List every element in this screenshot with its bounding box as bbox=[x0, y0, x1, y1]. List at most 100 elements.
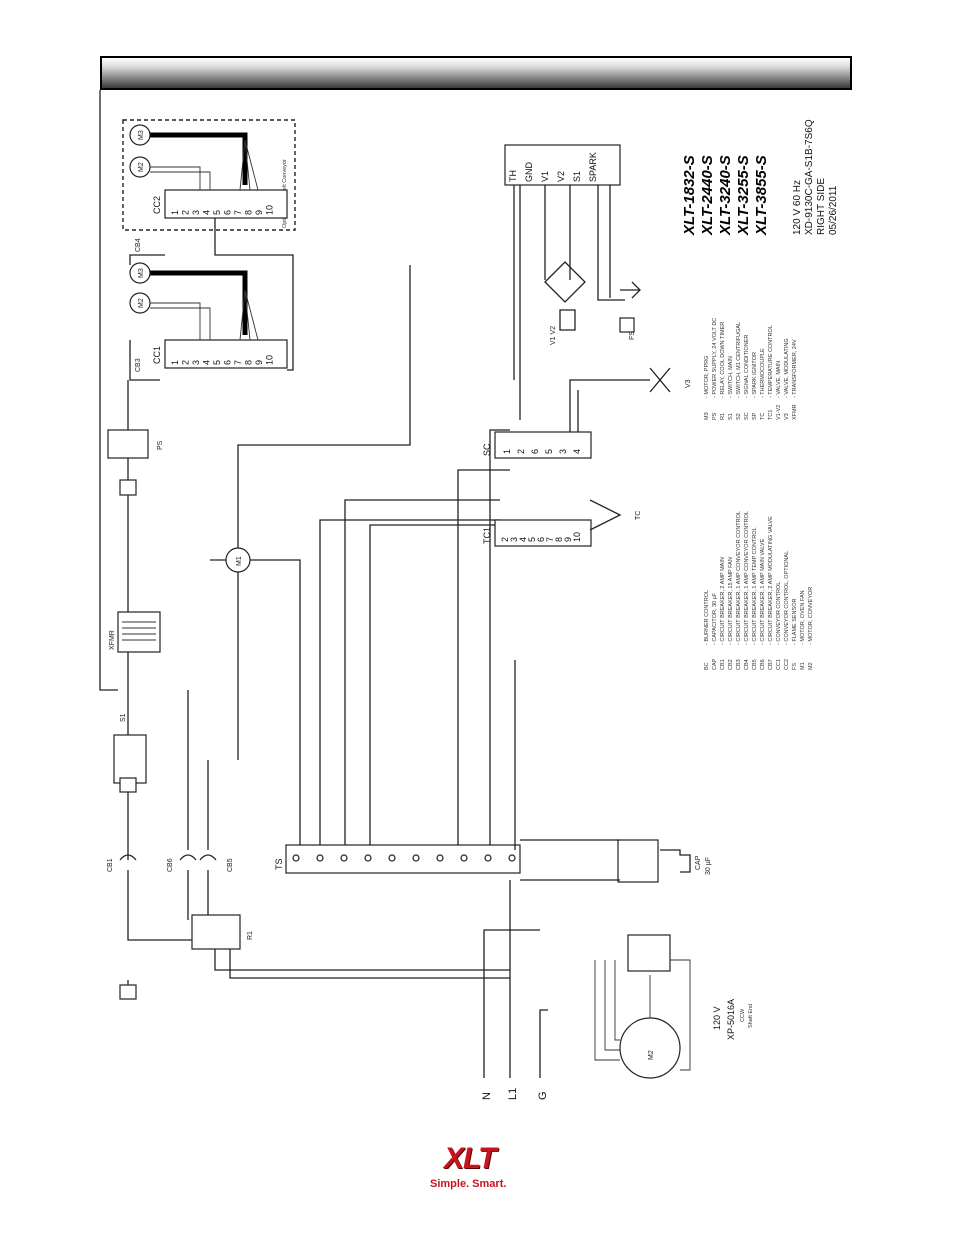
cc1-pin: 10 bbox=[265, 355, 275, 365]
motor-voltage: 120 V bbox=[712, 1006, 722, 1030]
cb1-breaker bbox=[119, 854, 137, 861]
cc2-pin: 4 bbox=[202, 210, 212, 215]
cc1-pin: 1 bbox=[170, 360, 180, 365]
m3-label: M3 bbox=[138, 268, 145, 278]
connector-s1 bbox=[119, 777, 137, 793]
legend-code: CB6 bbox=[760, 659, 766, 670]
model-name: XLT-3255-S bbox=[735, 155, 752, 236]
burner-terminal-label: V2 bbox=[556, 171, 566, 182]
sc-pin: 2 bbox=[516, 449, 526, 454]
cc1-pin: 6 bbox=[223, 360, 233, 365]
legend-code: CB7 bbox=[768, 659, 774, 670]
s1-switch-block bbox=[113, 734, 147, 784]
ts-label: TS bbox=[274, 858, 284, 870]
burner-terminal-label: GND bbox=[524, 162, 534, 183]
m2-label-top: M2 bbox=[138, 162, 145, 172]
legend-desc: - MOTOR, PPRG bbox=[704, 356, 710, 398]
cc1-pin: 4 bbox=[202, 360, 212, 365]
ts-terminal bbox=[508, 854, 516, 862]
xlt-logo-mark: XLT bbox=[444, 1142, 496, 1175]
cc1-pin: 8 bbox=[244, 360, 254, 365]
sc-pin: 3 bbox=[558, 449, 568, 454]
connector-ps bbox=[119, 479, 137, 496]
power-l1-label: L1 bbox=[507, 1088, 519, 1100]
cb1-label: CB1 bbox=[107, 858, 114, 872]
legend-desc: - CIRCUIT BREAKER, 1 AMP CONVEYOR CONTRO… bbox=[736, 511, 742, 645]
legend-code: S1 bbox=[728, 413, 734, 420]
legend-desc: - CIRCUIT BREAKER, 15 AMP FAN bbox=[728, 557, 734, 645]
legend-code: TC1 bbox=[768, 410, 774, 420]
motor-model: XP-5016A bbox=[726, 999, 736, 1040]
legend-code: CB2 bbox=[728, 659, 734, 670]
sc-pin: 4 bbox=[572, 449, 582, 454]
ts-terminal bbox=[436, 854, 444, 862]
cb6-breaker bbox=[179, 854, 197, 861]
power-g-label: G bbox=[537, 1091, 549, 1100]
v1v2-valve bbox=[559, 309, 576, 331]
cc2-pin: 8 bbox=[244, 210, 254, 215]
tc1-label: TC1 bbox=[482, 527, 492, 544]
ts-terminal bbox=[340, 854, 348, 862]
tc1-block bbox=[494, 519, 592, 547]
sc-pin: 5 bbox=[544, 449, 554, 454]
spark-s1 bbox=[620, 281, 641, 299]
legend-code: V1-V2 bbox=[776, 405, 782, 420]
s1-switch-label: S1 bbox=[120, 713, 127, 722]
sc-label: SC bbox=[482, 443, 492, 456]
ts-terminal bbox=[292, 854, 300, 862]
legend-code: S2 bbox=[736, 413, 742, 420]
legend-desc: - VALVE, MAIN bbox=[776, 361, 782, 398]
cc2-pin: 3 bbox=[191, 210, 201, 215]
cc1-pin: 5 bbox=[212, 360, 222, 365]
conveyor-motor bbox=[619, 1017, 681, 1079]
cap-block bbox=[617, 839, 659, 883]
legend-code: FS bbox=[792, 663, 798, 670]
cc1-pin: 3 bbox=[191, 360, 201, 365]
legend-code: TC bbox=[760, 413, 766, 420]
model-name: XLT-3240-S bbox=[717, 155, 734, 236]
tc1-pin: 3 bbox=[509, 537, 519, 542]
cc2-pin: 7 bbox=[233, 210, 243, 215]
ts-terminal bbox=[364, 854, 372, 862]
m2-label: M2 bbox=[138, 298, 145, 308]
model-name: XLT-3855-S bbox=[753, 155, 770, 236]
tc1-pin: 8 bbox=[554, 537, 564, 542]
cc1-pin: 9 bbox=[254, 360, 264, 365]
model-name: XLT-2440-S bbox=[699, 155, 716, 236]
legend-desc: - CONVEYOR CONTROL bbox=[776, 582, 782, 645]
legend-code: M1 bbox=[800, 662, 806, 670]
cc2-pin: 5 bbox=[212, 210, 222, 215]
burner-terminal-label: TH bbox=[508, 170, 518, 182]
fs-label: FS bbox=[629, 331, 636, 340]
legend-desc: - CONVEYOR CONTROL, OPTIONAL bbox=[784, 551, 790, 645]
tc1-pin: 6 bbox=[536, 537, 546, 542]
tc1-pin: 5 bbox=[527, 537, 537, 542]
legend-desc: - CIRCUIT BREAKER, 1 AMP CONVEYOR CONTRO… bbox=[744, 511, 750, 645]
legend-code: CAP bbox=[712, 658, 718, 670]
ts-terminal bbox=[460, 854, 468, 862]
connector-main bbox=[119, 984, 137, 1000]
ts-terminal bbox=[412, 854, 420, 862]
xfmr-block bbox=[117, 611, 161, 653]
sc-pin: 1 bbox=[502, 449, 512, 454]
legend-desc: - CIRCUIT BREAKER, 1 AMP TEMP CONTROL bbox=[752, 527, 758, 645]
legend-desc: - POWER SUPPLY, 24 VOLT DC bbox=[712, 318, 718, 398]
cc2-pin: 9 bbox=[254, 210, 264, 215]
cap-label: CAP bbox=[695, 855, 702, 870]
legend-code: XFMR bbox=[792, 404, 798, 420]
drawing-info-line: 120 V 60 Hz bbox=[792, 180, 803, 235]
sc-pin: 6 bbox=[530, 449, 540, 454]
v1v2-label: V1 V2 bbox=[550, 326, 557, 345]
cc2-pin: 2 bbox=[181, 210, 191, 215]
tc-label: TC bbox=[635, 511, 642, 520]
legend-desc: - SPARK IGNITOR bbox=[752, 352, 758, 398]
header-bar bbox=[100, 56, 852, 90]
legend-code: CC2 bbox=[784, 659, 790, 670]
ts-terminal-strip bbox=[285, 844, 521, 874]
cc1-pin: 2 bbox=[181, 360, 191, 365]
cc1-pin: 7 bbox=[233, 360, 243, 365]
xlt-logo: XLT Simple. Smart. bbox=[428, 1142, 528, 1192]
legend-desc: - BURNER CONTROL bbox=[704, 590, 710, 645]
tc1-pin: 4 bbox=[518, 537, 528, 542]
